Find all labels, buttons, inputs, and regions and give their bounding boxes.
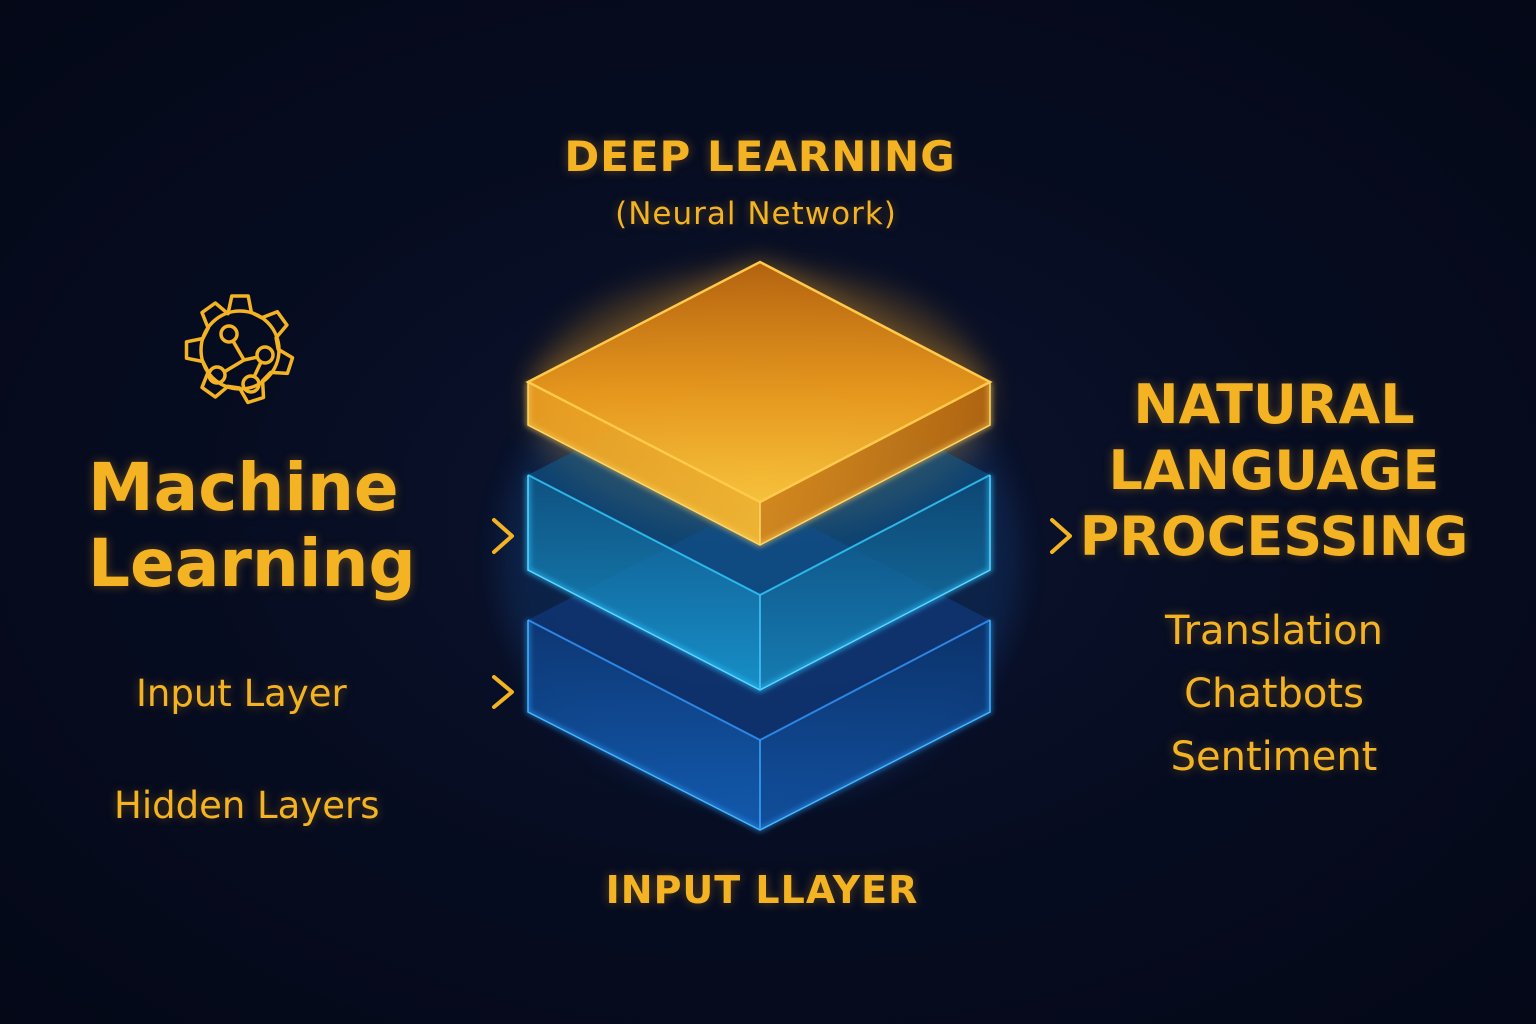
nlp-item-translation: Translation — [1165, 608, 1383, 654]
nlp-heading: NATURAL LANGUAGE PROCESSING — [1064, 372, 1484, 570]
nlp-line-2: LANGUAGE — [1108, 439, 1440, 502]
gear-network-icon — [184, 294, 295, 405]
diagram-subtitle: (Neural Network) — [615, 196, 897, 232]
hidden-layers-label: Hidden Layers — [114, 784, 380, 827]
machine-learning-line-1: Machine — [88, 449, 399, 526]
arrow-input-layer-to-stack — [385, 675, 514, 709]
input-layer-label: Input Layer — [136, 672, 347, 715]
nlp-application-list: Translation Chatbots Sentiment — [1064, 600, 1484, 789]
diagram-title: DEEP LEARNING — [564, 132, 956, 181]
nlp-line-1: NATURAL — [1133, 373, 1415, 436]
arrow-stack-to-nlp — [958, 518, 1072, 554]
top-layer-block — [525, 260, 993, 547]
machine-learning-line-2: Learning — [88, 525, 416, 602]
arrow-machine-learning-to-stack — [410, 518, 514, 554]
nlp-item-sentiment: Sentiment — [1170, 734, 1378, 780]
nlp-line-3: PROCESSING — [1079, 505, 1469, 568]
bottom-layer-title: INPUT LLAYER — [605, 868, 919, 912]
machine-learning-heading: Machine Learning — [88, 450, 416, 602]
nlp-item-chatbots: Chatbots — [1184, 671, 1364, 717]
